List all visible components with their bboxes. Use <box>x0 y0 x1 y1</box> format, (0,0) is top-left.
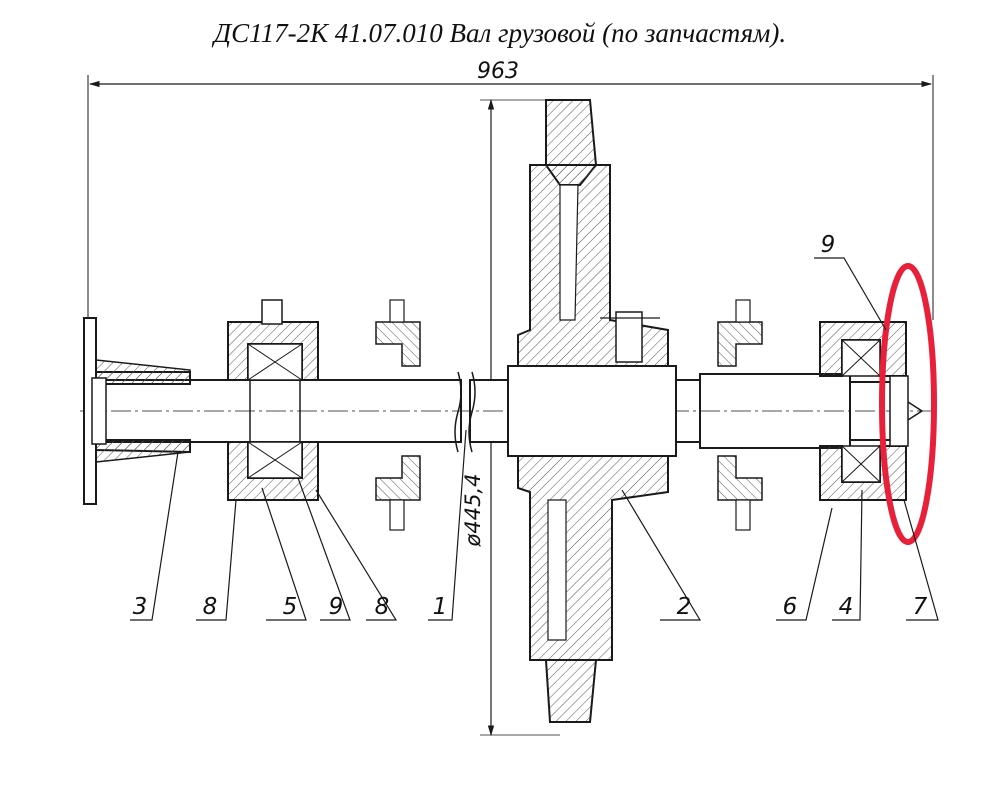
drawing-title: ДС117-2К 41.07.010 Вал грузовой (по запч… <box>213 18 787 48</box>
left-hub <box>82 317 191 505</box>
callout-5: 5 <box>283 594 298 620</box>
callout-6: 6 <box>783 594 798 620</box>
callout-2: 2 <box>677 594 692 620</box>
right-collar <box>717 299 763 531</box>
diameter-dimension-text: ø445,4 <box>461 474 485 548</box>
callout-9-left: 9 <box>329 594 344 620</box>
callout-3: 3 <box>133 594 148 620</box>
left-collar <box>375 299 421 531</box>
callout-labels: 3 8 5 9 8 1 2 6 4 7 9 <box>133 232 928 620</box>
callout-9-right: 9 <box>821 232 836 258</box>
left-bearing-housing <box>227 299 319 501</box>
sprocket-wheel <box>507 99 677 723</box>
callout-1: 1 <box>433 594 448 620</box>
callout-4: 4 <box>839 594 854 620</box>
callout-7: 7 <box>913 594 928 620</box>
leader-lines <box>130 257 939 621</box>
callout-8-left: 8 <box>203 594 218 620</box>
length-dimension-text: 963 <box>477 59 519 84</box>
length-dimension: 963 <box>87 59 934 320</box>
highlight-ellipse <box>879 263 937 545</box>
callout-8-right: 8 <box>375 594 390 620</box>
